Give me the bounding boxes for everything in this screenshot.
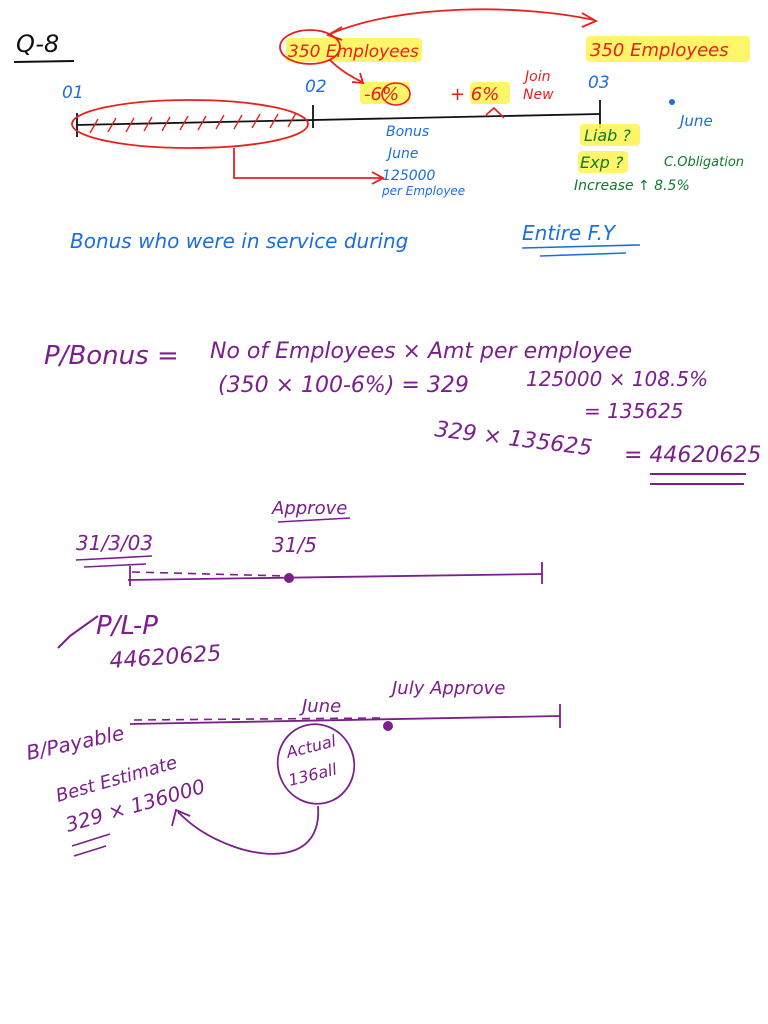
employees-down-arrowhead (351, 72, 365, 85)
highlight-leavers (360, 82, 410, 104)
timeline-3-line (129, 715, 561, 725)
calc-product: 329 × 135625 (433, 417, 593, 461)
actual-to-estimate-arrowhead (171, 808, 191, 827)
calc-employees: (350 × 100-6%) = 329 (218, 373, 469, 398)
timeline-1-hatching (89, 112, 297, 134)
entry-amount: 44620625 (109, 641, 222, 674)
join-new-line1: Join (522, 69, 550, 85)
employees-down-arrow (329, 59, 363, 83)
actual-circle (276, 723, 356, 805)
employees-link-arrowhead-left (325, 26, 343, 41)
approve-underline (277, 517, 351, 523)
employees-start-label: 350 Employees (288, 42, 419, 62)
calc-total-underline (650, 473, 746, 485)
liab-question: Liab ? (584, 126, 631, 145)
highlight-employees-end (586, 36, 750, 62)
increase-note: Increase ↑ 8.5% (574, 178, 690, 194)
calc-amount-result: = 135625 (584, 399, 683, 423)
bonus-note-line: Bonus (386, 124, 429, 140)
july-dot (383, 721, 393, 731)
bonus-statement: Bonus who were in service during (70, 229, 408, 253)
join-new-line2: New (523, 87, 554, 103)
timeline-2: Approve 31/5 31/3/03 P/L-P 44620625 (57, 498, 543, 674)
employees-link-arrow (329, 8, 595, 35)
highlight-joiners (470, 82, 510, 104)
leavers-circle (381, 82, 411, 106)
exp-question: Exp ? (580, 153, 624, 172)
highlight-liab (580, 124, 640, 146)
red-tick-mark (485, 106, 505, 119)
approval-dot (284, 573, 294, 583)
calc-formula: No of Employees × Amt per employee (210, 339, 632, 364)
bonus-note: Bonus June 125000 per Employee (381, 124, 465, 198)
entire-fy-underline (521, 244, 641, 257)
entry-label: P/L-P (96, 611, 158, 641)
entry-tick (57, 615, 99, 649)
tick-label-02: 02 (305, 77, 327, 97)
obligation-note: C.Obligation (664, 155, 744, 170)
employees-end-label: 350 Employees (590, 40, 729, 61)
period-circle (71, 99, 309, 149)
calc-total: = 44620625 (624, 443, 761, 468)
june-dot (669, 99, 675, 105)
approve-label: Approve (271, 498, 347, 519)
joiners-label: + 6% (450, 84, 499, 105)
best-estimate-underline (71, 833, 111, 857)
date-underline (75, 555, 153, 568)
question-underline (13, 60, 75, 63)
entire-fy-label: Entire F.Y (522, 221, 617, 245)
bonus-note-line: June (385, 146, 419, 162)
calc-amount: 125000 × 108.5% (526, 367, 708, 391)
period-to-bonus-arrow (233, 148, 382, 179)
timeline-1-line (75, 113, 601, 126)
highlight-employees-start (286, 38, 422, 62)
highlight-exp (578, 151, 628, 173)
tick-label-01: 01 (62, 83, 84, 103)
june-dot-label: June (677, 112, 713, 130)
approve-date: 31/5 (272, 533, 317, 557)
june-label: June (299, 696, 341, 717)
bonus-note-line: per Employee (381, 184, 465, 198)
bonus-calculation: P/Bonus = No of Employees × Amt per empl… (44, 339, 761, 485)
timeline-2-dashes (131, 571, 287, 577)
employees-link-arrowhead (581, 12, 599, 28)
question-label: Q-8 (16, 30, 59, 58)
tick-label-03: 03 (588, 73, 610, 93)
actual-value: 136all (286, 759, 339, 789)
timeline-3: June July Approve B/Payable Best Estimat… (24, 678, 561, 857)
actual-to-estimate-arrow (177, 805, 319, 855)
july-approve-label: July Approve (389, 678, 505, 699)
employees-circle (279, 29, 341, 65)
date-label: 31/3/03 (76, 531, 153, 555)
calc-lhs: P/Bonus = (44, 341, 179, 371)
actual-label: Actual (283, 731, 338, 762)
timeline-2-line (127, 573, 543, 581)
timeline-1: 350 Employees 350 Employees 01 02 03 -6%… (62, 8, 750, 257)
payable-label: B/Payable (24, 721, 126, 765)
bonus-note-line: 125000 (382, 168, 436, 184)
period-to-bonus-arrowhead (371, 171, 385, 185)
